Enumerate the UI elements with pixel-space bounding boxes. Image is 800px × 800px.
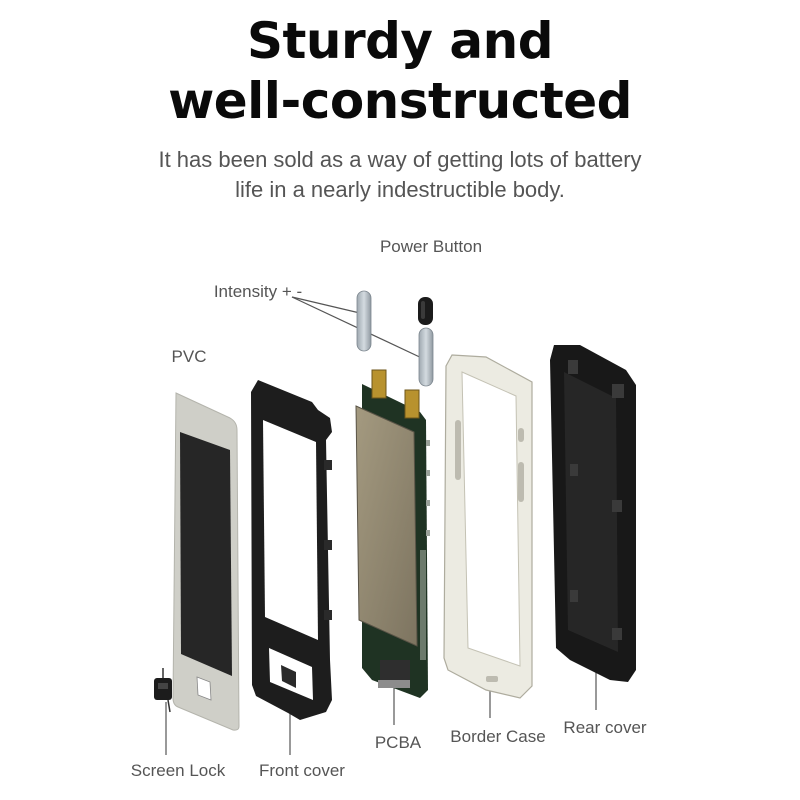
label-rear-cover: Rear cover	[563, 718, 646, 737]
front-cover-part	[251, 380, 332, 720]
label-intensity: Intensity + -	[214, 282, 302, 301]
screen-lock-part	[154, 668, 172, 713]
heading-line-1: Sturdy and	[246, 12, 554, 70]
leader-intensity-1	[291, 296, 365, 315]
label-screen-lock: Screen Lock	[131, 761, 226, 780]
label-front-cover: Front cover	[259, 761, 345, 780]
label-border-case: Border Case	[450, 727, 545, 746]
rear-cover-part	[550, 345, 636, 682]
label-power-button: Power Button	[380, 237, 482, 256]
subheading-line-1: It has been sold as a way of getting lot…	[158, 147, 642, 172]
pvc-panel	[172, 392, 240, 731]
label-pvc: PVC	[172, 347, 207, 366]
label-pcba: PCBA	[375, 733, 422, 752]
border-case-part	[443, 354, 533, 699]
pcba-part	[355, 369, 430, 698]
power-button-part	[418, 297, 433, 325]
subheading-line-2: life in a nearly indestructible body.	[235, 177, 565, 202]
heading-line-2: well-constructed	[168, 72, 632, 130]
intensity-buttons-part	[356, 290, 434, 387]
